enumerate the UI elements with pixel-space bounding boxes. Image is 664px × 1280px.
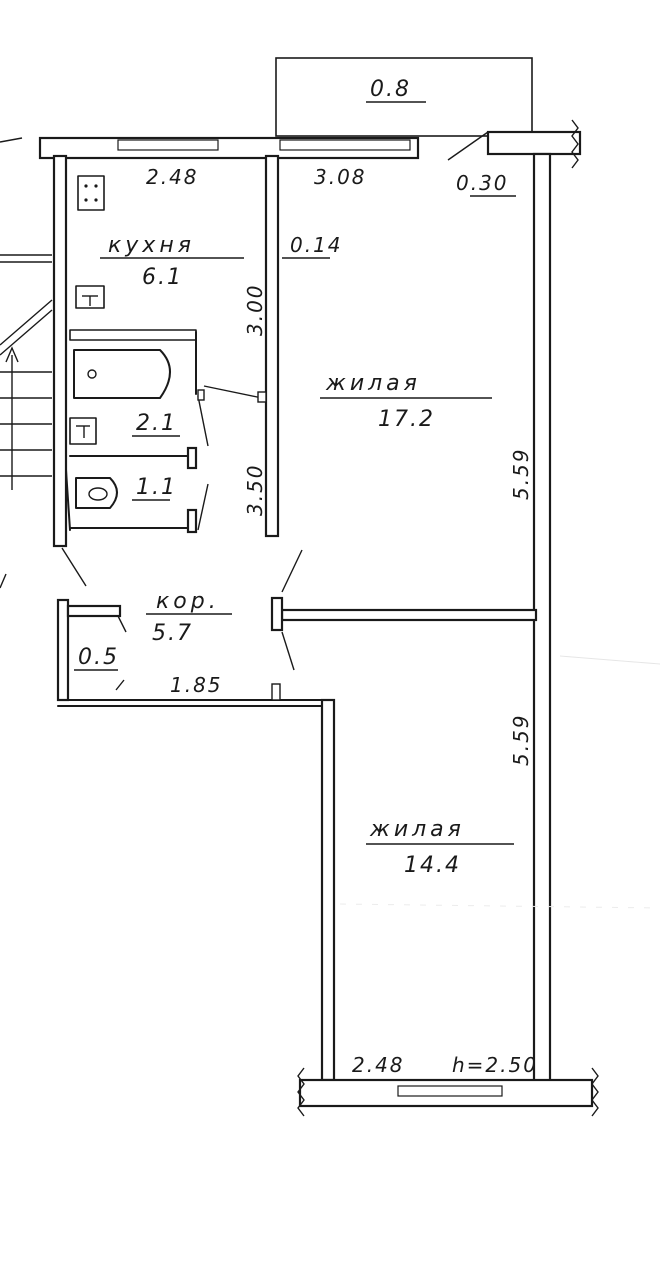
dim-kitchen-width: 2.48 — [146, 165, 199, 189]
dim-corridor-length: 1.85 — [170, 673, 223, 697]
living1-name: жилая — [325, 371, 421, 396]
balcony-area: 0.8 — [370, 77, 411, 102]
kitchen-area: 6.1 — [142, 265, 183, 290]
room-label-kitchen: кухня 6.1 — [100, 233, 244, 290]
stove — [77, 175, 105, 211]
dim-wall-offset-group: 0.30 — [456, 171, 516, 197]
corridor-walls — [0, 547, 331, 707]
dim-kitchen-depth: 3.00 — [243, 283, 267, 336]
bottom-exterior-wall — [297, 1067, 599, 1117]
corridor-name: кор. — [156, 589, 220, 614]
dim-living1-depth: 5.59 — [509, 447, 533, 500]
dim-partition-group: 0.14 — [282, 233, 343, 259]
room-label-balcony: 0.8 — [366, 77, 426, 103]
room-label-living-2: жилая 14.4 — [366, 817, 514, 878]
living2-name: жилая — [369, 817, 465, 842]
room-label-toilet: 1.1 — [132, 475, 177, 501]
stairwell — [0, 254, 53, 490]
toilet-area: 1.1 — [136, 475, 177, 500]
kitchen-living-partition — [264, 154, 280, 538]
dim-partition: 0.14 — [290, 233, 343, 257]
dim-bath-depth: 3.50 — [243, 463, 267, 516]
ceiling-height: h=2.50 — [452, 1053, 538, 1077]
corridor-area: 5.7 — [152, 621, 193, 646]
living2-area: 14.4 — [404, 853, 461, 878]
kitchen-sink — [75, 285, 105, 309]
left-wall — [52, 154, 68, 548]
room-label-closet: 0.5 — [74, 645, 119, 671]
bathroom-block — [65, 329, 267, 534]
room-label-living-1: жилая 17.2 — [320, 371, 492, 432]
room-label-bathroom: 2.1 — [132, 411, 180, 437]
kitchen-name: кухня — [108, 233, 195, 258]
dim-living2-depth: 5.59 — [509, 713, 533, 766]
dim-living2-width: 2.48 — [352, 1053, 405, 1077]
closet-area: 0.5 — [78, 645, 119, 670]
dim-wall-offset: 0.30 — [456, 171, 509, 195]
balcony — [275, 57, 533, 137]
scan-marks — [339, 655, 661, 909]
living1-area: 17.2 — [378, 407, 435, 432]
living-divider — [270, 596, 538, 632]
bathroom-area: 2.1 — [136, 411, 177, 436]
room-label-corridor: кор. 5.7 — [146, 589, 232, 646]
living2-left-wall — [320, 698, 336, 1082]
dim-living1-width: 3.08 — [314, 165, 367, 189]
